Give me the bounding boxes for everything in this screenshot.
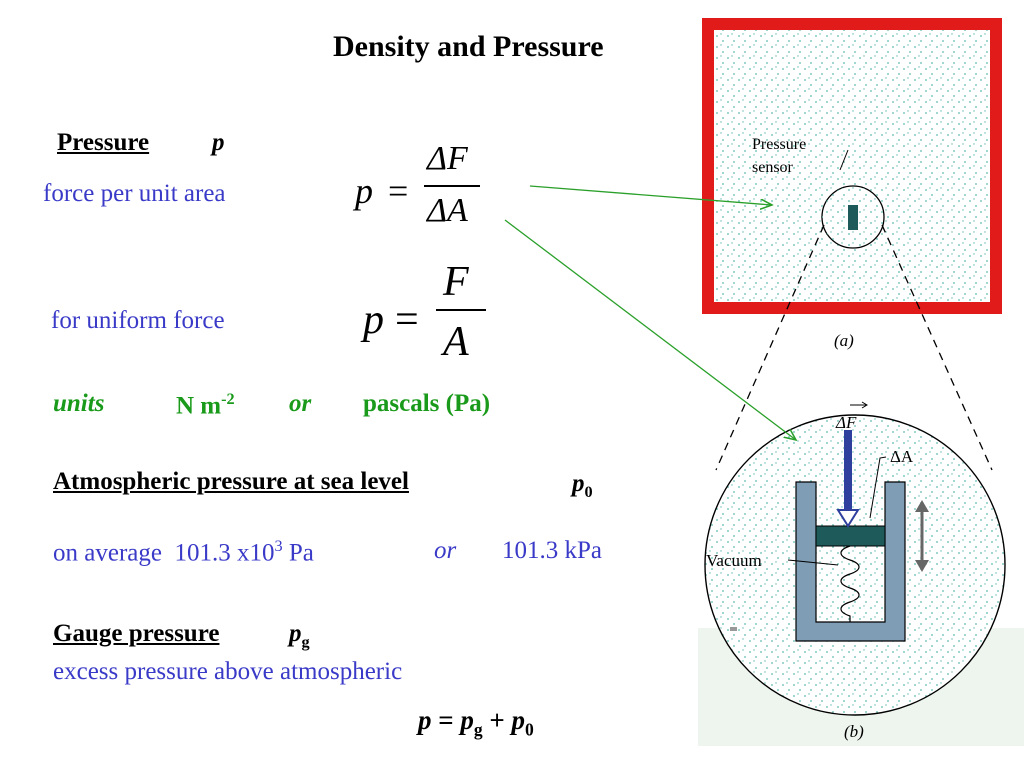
pointer-arrow-magnified	[504, 219, 796, 440]
projection-line-left	[715, 224, 825, 471]
units-or: or	[289, 390, 312, 417]
eq1-numerator: ΔF	[427, 140, 468, 177]
sensor-label-1: Pressure	[752, 136, 806, 153]
gauge-heading: Gauge pressure	[53, 620, 220, 647]
small-sensor	[848, 205, 858, 230]
caption-b: (b)	[844, 722, 864, 741]
projection-line-right	[881, 224, 993, 471]
pressure-symbol: p	[212, 129, 225, 156]
eq1-lhs: p	[355, 171, 373, 211]
eq2-lhs: p	[363, 297, 384, 343]
units-pascals: pascals (Pa)	[363, 390, 491, 417]
eq2-numerator: F	[443, 259, 469, 305]
pressure-description: force per unit area	[43, 180, 226, 207]
pointer-arrow-sensor	[529, 185, 772, 205]
vacuum-leader	[787, 559, 839, 566]
sensor-zoom-circle	[821, 185, 885, 249]
eq2-equals: =	[395, 297, 419, 343]
figure-b-magnified	[698, 414, 1024, 746]
gauge-symbol: pg	[289, 620, 310, 651]
atmospheric-average: on average 101.3 x103 Pa	[53, 537, 314, 567]
area-label: ΔA	[890, 447, 914, 466]
atmospheric-or: or	[434, 537, 457, 564]
page-title: Density and Pressure	[333, 30, 604, 63]
atmospheric-kpa: 101.3 kPa	[502, 537, 602, 564]
gauge-equation: p = pg + p0	[418, 705, 534, 740]
figure-a-container	[702, 18, 1002, 314]
force-arrow-shaft	[844, 430, 852, 510]
eq1-fraction-bar	[424, 185, 480, 187]
spring	[840, 545, 860, 622]
sensor-leader	[839, 149, 849, 171]
sensor-label-2: sensor	[752, 159, 794, 176]
force-label: ΔF	[835, 413, 857, 432]
gauge-description: excess pressure above atmospheric	[53, 658, 403, 685]
eq1-equals: =	[388, 171, 409, 211]
eq2-denominator: A	[443, 319, 469, 365]
atmospheric-symbol: p0	[572, 470, 593, 501]
units-nm: N m-2	[176, 390, 235, 420]
uniform-description: for uniform force	[51, 307, 225, 334]
caption-a: (a)	[834, 331, 854, 350]
force-arrow-head	[836, 509, 860, 528]
area-leader	[869, 456, 887, 519]
eq2-fraction-bar	[436, 309, 486, 311]
atmospheric-heading: Atmospheric pressure at sea level	[53, 468, 409, 495]
pressure-heading: Pressure	[57, 129, 150, 156]
piston	[815, 525, 886, 547]
eq1-denominator: ΔA	[427, 192, 468, 229]
units-label: units	[53, 390, 105, 417]
vacuum-label: Vacuum	[706, 551, 762, 570]
